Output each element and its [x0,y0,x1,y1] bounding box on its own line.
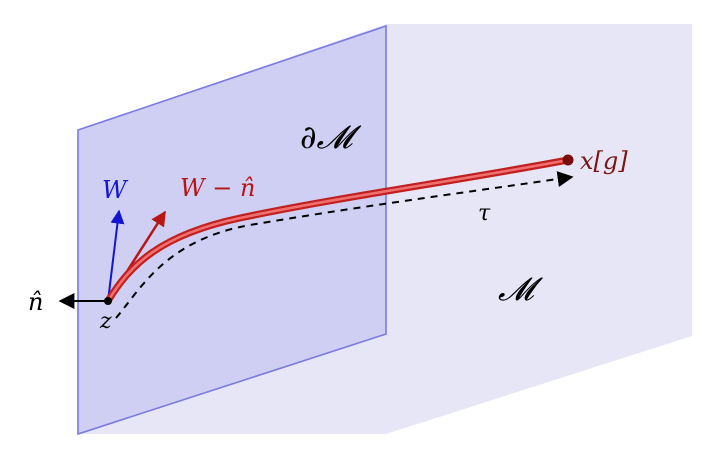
z-point [104,297,112,305]
endpoint-dot [562,154,574,166]
boundary-label: ∂𝓜 [300,118,362,156]
w-label: W [102,176,129,204]
w-minus-n-label: W − n̂ [180,174,256,202]
tau-label: τ [478,201,491,226]
n-hat-label: n̂ [28,288,43,316]
w-arrow [107,209,125,302]
endpoint-label: x[g] [580,147,628,175]
boundary-plane [77,24,387,436]
z-label: z [99,309,112,334]
curve-inner [106,158,570,303]
